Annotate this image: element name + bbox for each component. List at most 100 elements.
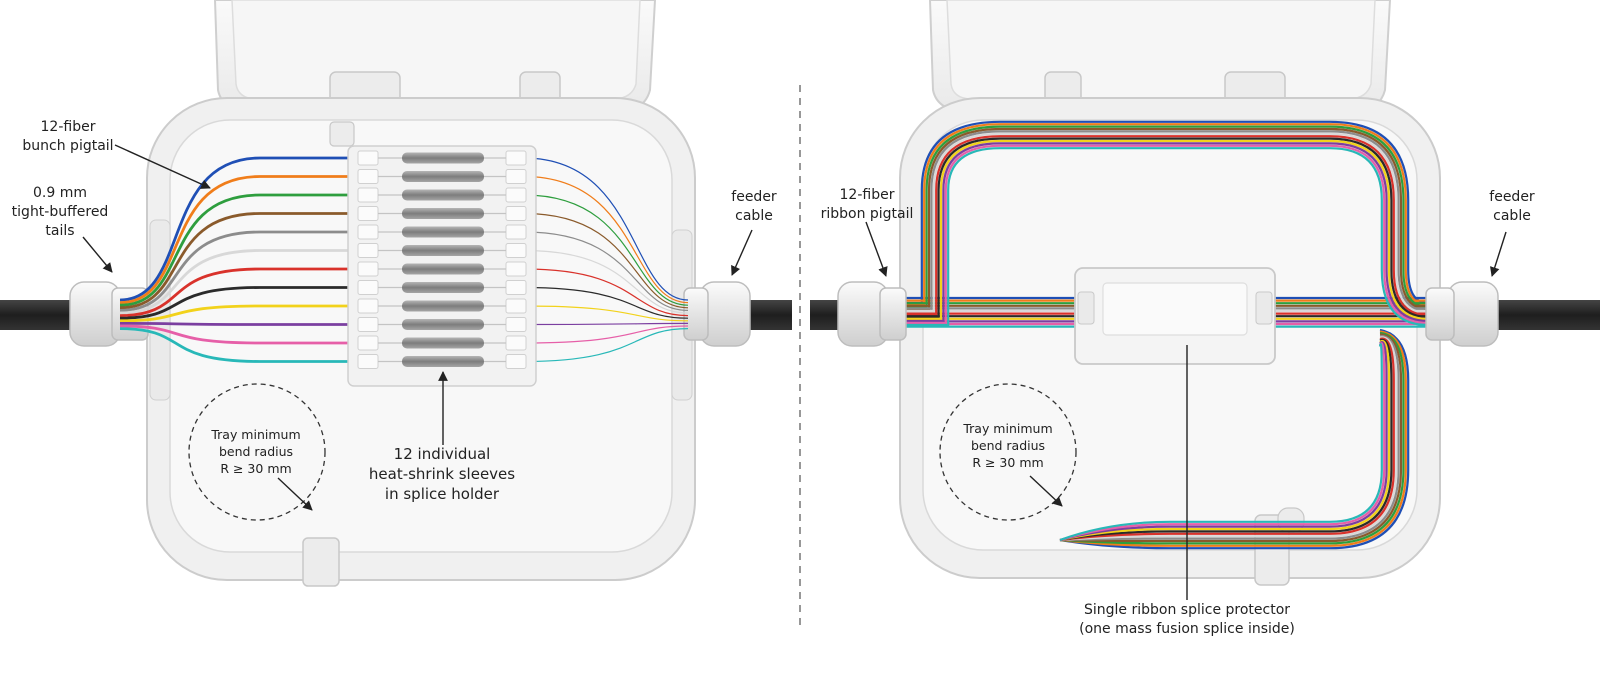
fiber-bunch-12 xyxy=(119,327,360,363)
sleeve-clip-left xyxy=(357,187,379,203)
heat-shrink-sleeves xyxy=(357,150,527,369)
heat-shrink-sleeve xyxy=(402,319,484,330)
ribbon-fiber-top-2 xyxy=(905,123,1429,307)
sleeve-clip-left xyxy=(357,354,379,369)
fiber-feeder-3 xyxy=(523,194,689,306)
ribbon-fiber-top-4 xyxy=(905,127,1429,311)
left-pigtail-cable xyxy=(0,300,80,330)
fiber-feeder-10 xyxy=(523,322,689,326)
sleeve-clip-right xyxy=(505,354,527,369)
leader-right-feeder xyxy=(1490,231,1507,277)
ribbon-fiber-bottom-10 xyxy=(1059,341,1388,542)
heat-shrink-sleeve xyxy=(402,171,484,182)
fiber-bunch-1 xyxy=(119,156,360,302)
sleeve-clip-right xyxy=(505,243,527,258)
leader-left-feeder xyxy=(731,229,753,276)
ribbon-fiber-bottom-11 xyxy=(1059,342,1386,542)
ribbon-fiber-top-7 xyxy=(905,135,1429,317)
ribbon-fiber-bottom-2 xyxy=(1059,330,1407,547)
fiber-bunch-10 xyxy=(119,322,360,326)
heat-shrink-sleeve xyxy=(402,208,484,219)
leader-ribbon-pigtail xyxy=(865,221,888,277)
ribbon-fiber-top-12 xyxy=(905,147,1429,327)
heat-shrink-sleeve xyxy=(402,226,484,238)
fiber-feeder-1 xyxy=(523,157,689,301)
right-gland-pigtail xyxy=(837,281,907,347)
ribbon-fiber-bottom-5 xyxy=(1059,334,1400,542)
ribbon-fiber-top-8 xyxy=(905,137,1429,319)
sleeve-clip-right xyxy=(505,298,527,314)
ribbon-fiber-top-9 xyxy=(905,139,1429,321)
left-bottom-clip xyxy=(302,537,340,587)
sleeve-clip-left xyxy=(357,298,379,314)
sleeve-clip-left xyxy=(357,317,379,332)
sleeve-clip-right xyxy=(505,335,527,351)
ribbon-fiber-bottom-9 xyxy=(1059,339,1391,542)
heat-shrink-sleeve xyxy=(402,337,484,349)
fiber-bunch-6 xyxy=(119,249,360,315)
fiber-feeder-4 xyxy=(523,212,689,309)
fiber-bunch-11 xyxy=(119,324,360,345)
ribbon-fiber-bottom-1 xyxy=(1059,328,1410,550)
label-right-bend-radius: Tray minimum bend radius R ≥ 30 mm xyxy=(963,421,1053,470)
ribbon-fiber-top-11 xyxy=(905,144,1429,325)
ribbon-fiber-top-1 xyxy=(905,120,1429,305)
leader-left-bend xyxy=(277,477,313,511)
sleeve-clip-left xyxy=(357,261,379,277)
left-gland-feeder xyxy=(683,281,751,347)
fiber-feeder-6 xyxy=(523,249,689,314)
fiber-feeder-11 xyxy=(523,325,689,344)
heat-shrink-sleeve xyxy=(402,189,484,201)
ribbon-fiber-bottom-12 xyxy=(1059,343,1383,542)
ribbon-fiber-top-5 xyxy=(905,130,1429,313)
leader-tight-buffered xyxy=(82,236,113,273)
sleeve-clip-left xyxy=(357,224,379,240)
ribbon-fiber-bottom-7 xyxy=(1059,337,1395,542)
label-tight-buffered-tails: 0.9 mm tight-buffered tails xyxy=(11,185,109,239)
label-heat-shrink-sleeves: 12 individual heat-shrink sleeves in spl… xyxy=(368,445,516,503)
sleeve-clip-left xyxy=(357,335,379,351)
sleeve-clip-right xyxy=(505,224,527,240)
sleeve-clip-left xyxy=(357,243,379,258)
ribbon-fiber-top-6 xyxy=(905,132,1429,315)
heat-shrink-sleeve xyxy=(402,245,484,256)
ribbon-fiber-bottom-6 xyxy=(1059,336,1398,542)
fiber-bunch-4 xyxy=(119,212,360,310)
leader-right-bend xyxy=(1029,475,1063,507)
label-ribbon-pigtail: 12-fiber ribbon pigtail xyxy=(820,187,914,222)
right-bend-radius-circle xyxy=(939,383,1077,521)
left-top-clip xyxy=(329,121,355,147)
label-left-bend-radius: Tray minimum bend radius R ≥ 30 mm xyxy=(211,427,301,476)
fiber-feeder-5 xyxy=(523,231,689,311)
fiber-bunch-8 xyxy=(119,286,360,320)
heat-shrink-sleeve xyxy=(402,263,484,275)
label-bunch-pigtail: 12-fiber bunch pigtail xyxy=(22,119,114,154)
ribbon-fiber-bottom-3 xyxy=(1059,331,1405,545)
sleeve-clip-right xyxy=(505,187,527,203)
ribbon-fiber-top-10 xyxy=(905,142,1429,323)
fiber-bunch-9 xyxy=(119,304,360,323)
fiber-bunch-7 xyxy=(119,267,360,317)
ribbon-fiber-bottom-8 xyxy=(1059,338,1393,542)
left-fibers xyxy=(119,156,689,363)
fiber-bunch-3 xyxy=(119,193,360,307)
sleeve-clip-right xyxy=(505,261,527,277)
sleeve-clip-right xyxy=(505,150,527,166)
fiber-feeder-8 xyxy=(523,286,689,319)
fiber-feeder-7 xyxy=(523,268,689,317)
sleeve-clip-right xyxy=(505,206,527,221)
right-lid-inner xyxy=(946,0,1376,100)
left-enclosure xyxy=(0,0,792,587)
left-bend-radius-circle xyxy=(188,383,326,521)
heat-shrink-sleeve xyxy=(402,282,484,293)
leader-bunch-pigtail xyxy=(114,144,211,189)
sleeve-clip-right xyxy=(505,280,527,295)
sleeve-clip-left xyxy=(357,169,379,184)
ribbon-fiber-bottom-4 xyxy=(1059,333,1403,543)
right-gland-feeder xyxy=(1425,281,1499,347)
heat-shrink-sleeve xyxy=(402,356,484,367)
fiber-bunch-2 xyxy=(119,175,360,304)
fiber-feeder-12 xyxy=(523,328,689,363)
fiber-feeder-2 xyxy=(523,175,689,304)
